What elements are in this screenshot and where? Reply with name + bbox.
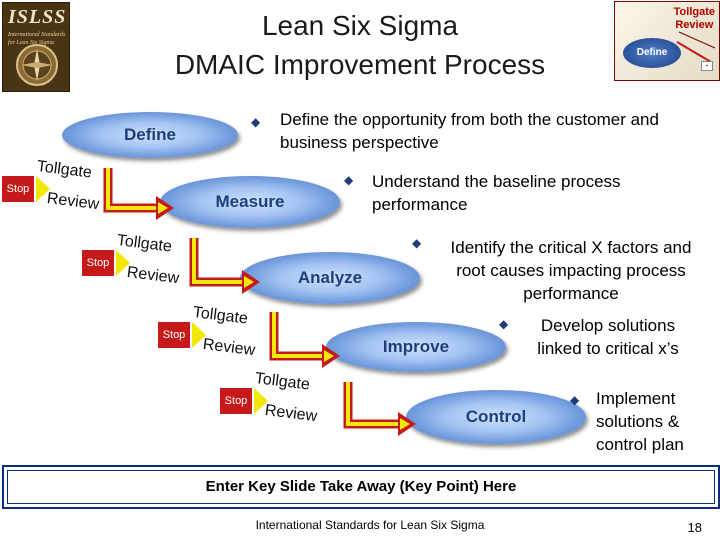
diamond-bullet-icon: ◆ xyxy=(251,115,261,129)
phase-improve-oval: Improve xyxy=(326,322,506,372)
slide-title: Lean Six Sigma DMAIC Improvement Process xyxy=(174,10,546,80)
page-number: 18 xyxy=(687,520,702,535)
stop-sign-icon: Stop xyxy=(2,176,34,202)
key-takeaway-box[interactable]: Enter Key Slide Take Away (Key Point) He… xyxy=(2,465,720,509)
phase-analyze-description: Identify the critical X factors and root… xyxy=(450,238,692,303)
phase-define-description: Define the opportunity from both the cus… xyxy=(280,110,659,152)
logo-text: ISLSS xyxy=(8,6,67,28)
diamond-bullet-icon: ◆ xyxy=(499,317,509,331)
l-arrow-icon xyxy=(343,382,416,436)
footer-text: International Standards for Lean Six Sig… xyxy=(255,518,485,532)
islss-logo: ISLSS International Standards for Lean S… xyxy=(2,2,70,92)
tollgate-review-4: Tollgate Stop Review xyxy=(220,370,320,432)
thumbnail-review-label: Tollgate Review xyxy=(673,6,715,31)
thumbnail-define-oval: Define xyxy=(623,38,681,68)
tollgate-review-2: Tollgate Stop Review xyxy=(82,232,182,294)
l-arrow-icon xyxy=(103,168,174,220)
diamond-bullet-icon: ◆ xyxy=(412,236,422,250)
stop-sign-icon: Stop xyxy=(82,250,114,276)
phase-measure-oval: Measure xyxy=(160,176,340,228)
l-arrow-icon xyxy=(189,238,260,294)
l-arrow-icon xyxy=(269,312,340,368)
yellow-arrow-icon xyxy=(254,388,268,414)
tollgate-thumbnail: Tollgate Review Define ▪ xyxy=(614,1,720,81)
phase-define-oval: Define xyxy=(62,112,238,158)
tollgate-review-1: Tollgate Stop Review xyxy=(2,158,102,220)
diamond-bullet-icon: ◆ xyxy=(344,173,354,187)
phase-measure-description: Understand the baseline process performa… xyxy=(372,172,621,214)
phase-control-oval: Control xyxy=(406,390,586,444)
diamond-bullet-icon: ◆ xyxy=(570,393,580,407)
thumbnail-icon: ▪ xyxy=(701,61,713,71)
yellow-arrow-icon xyxy=(36,176,50,202)
phase-analyze-oval: Analyze xyxy=(240,252,420,304)
yellow-arrow-icon xyxy=(192,322,206,348)
key-takeaway-text[interactable]: Enter Key Slide Take Away (Key Point) He… xyxy=(205,478,517,495)
tollgate-review-3: Tollgate Stop Review xyxy=(158,304,258,366)
phase-control-description: Implement solutions & control plan xyxy=(596,389,684,454)
compass-icon xyxy=(16,44,58,86)
stop-sign-icon: Stop xyxy=(158,322,190,348)
thumbnail-graphic xyxy=(676,31,716,63)
logo-subtitle: International Standards for Lean Six Sig… xyxy=(8,32,66,46)
yellow-arrow-icon xyxy=(116,250,130,276)
stop-sign-icon: Stop xyxy=(220,388,252,414)
phase-improve-description: Develop solutions linked to critical x’s xyxy=(537,316,679,358)
